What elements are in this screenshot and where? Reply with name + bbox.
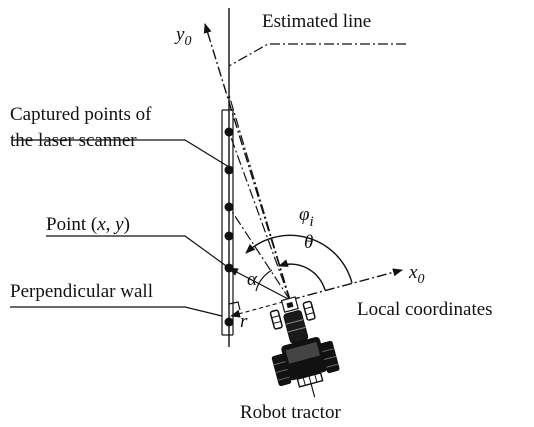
scan-point [224, 317, 234, 327]
scan-point [224, 165, 234, 175]
x0-axis [289, 268, 403, 301]
scan-points [224, 127, 234, 327]
theta-arc [278, 259, 326, 291]
r-symbol: r [240, 311, 248, 332]
theta-symbol: θ [304, 232, 313, 253]
alpha-arc [255, 269, 273, 292]
scan-point [224, 202, 234, 212]
scan-point [224, 127, 234, 137]
alpha-symbol: α [247, 269, 258, 290]
leader-lines [10, 43, 406, 317]
captured-points-label-line1: Captured points of [10, 104, 152, 125]
captured-points-label-line2: the laser scanner [10, 130, 137, 151]
phi-arc [245, 234, 353, 284]
perpendicular-wall [221, 109, 234, 336]
y0-axis-label: y0 [174, 24, 191, 49]
point-xy-label: Point (x, y) [46, 214, 130, 235]
y0-axis [203, 23, 291, 301]
robot-tractor [269, 296, 340, 398]
scan-point [224, 231, 234, 241]
scan-rays [228, 94, 291, 318]
local-coordinates-label: Local coordinates [357, 299, 493, 320]
robot-tractor-label: Robot tractor [240, 402, 341, 423]
estimated-line-label: Estimated line [262, 11, 371, 32]
phi-symbol: φi [299, 204, 314, 230]
right-angle-marker [228, 301, 241, 311]
x0-axis-label: x0 [408, 262, 424, 287]
perpendicular-wall-label: Perpendicular wall [10, 281, 153, 302]
